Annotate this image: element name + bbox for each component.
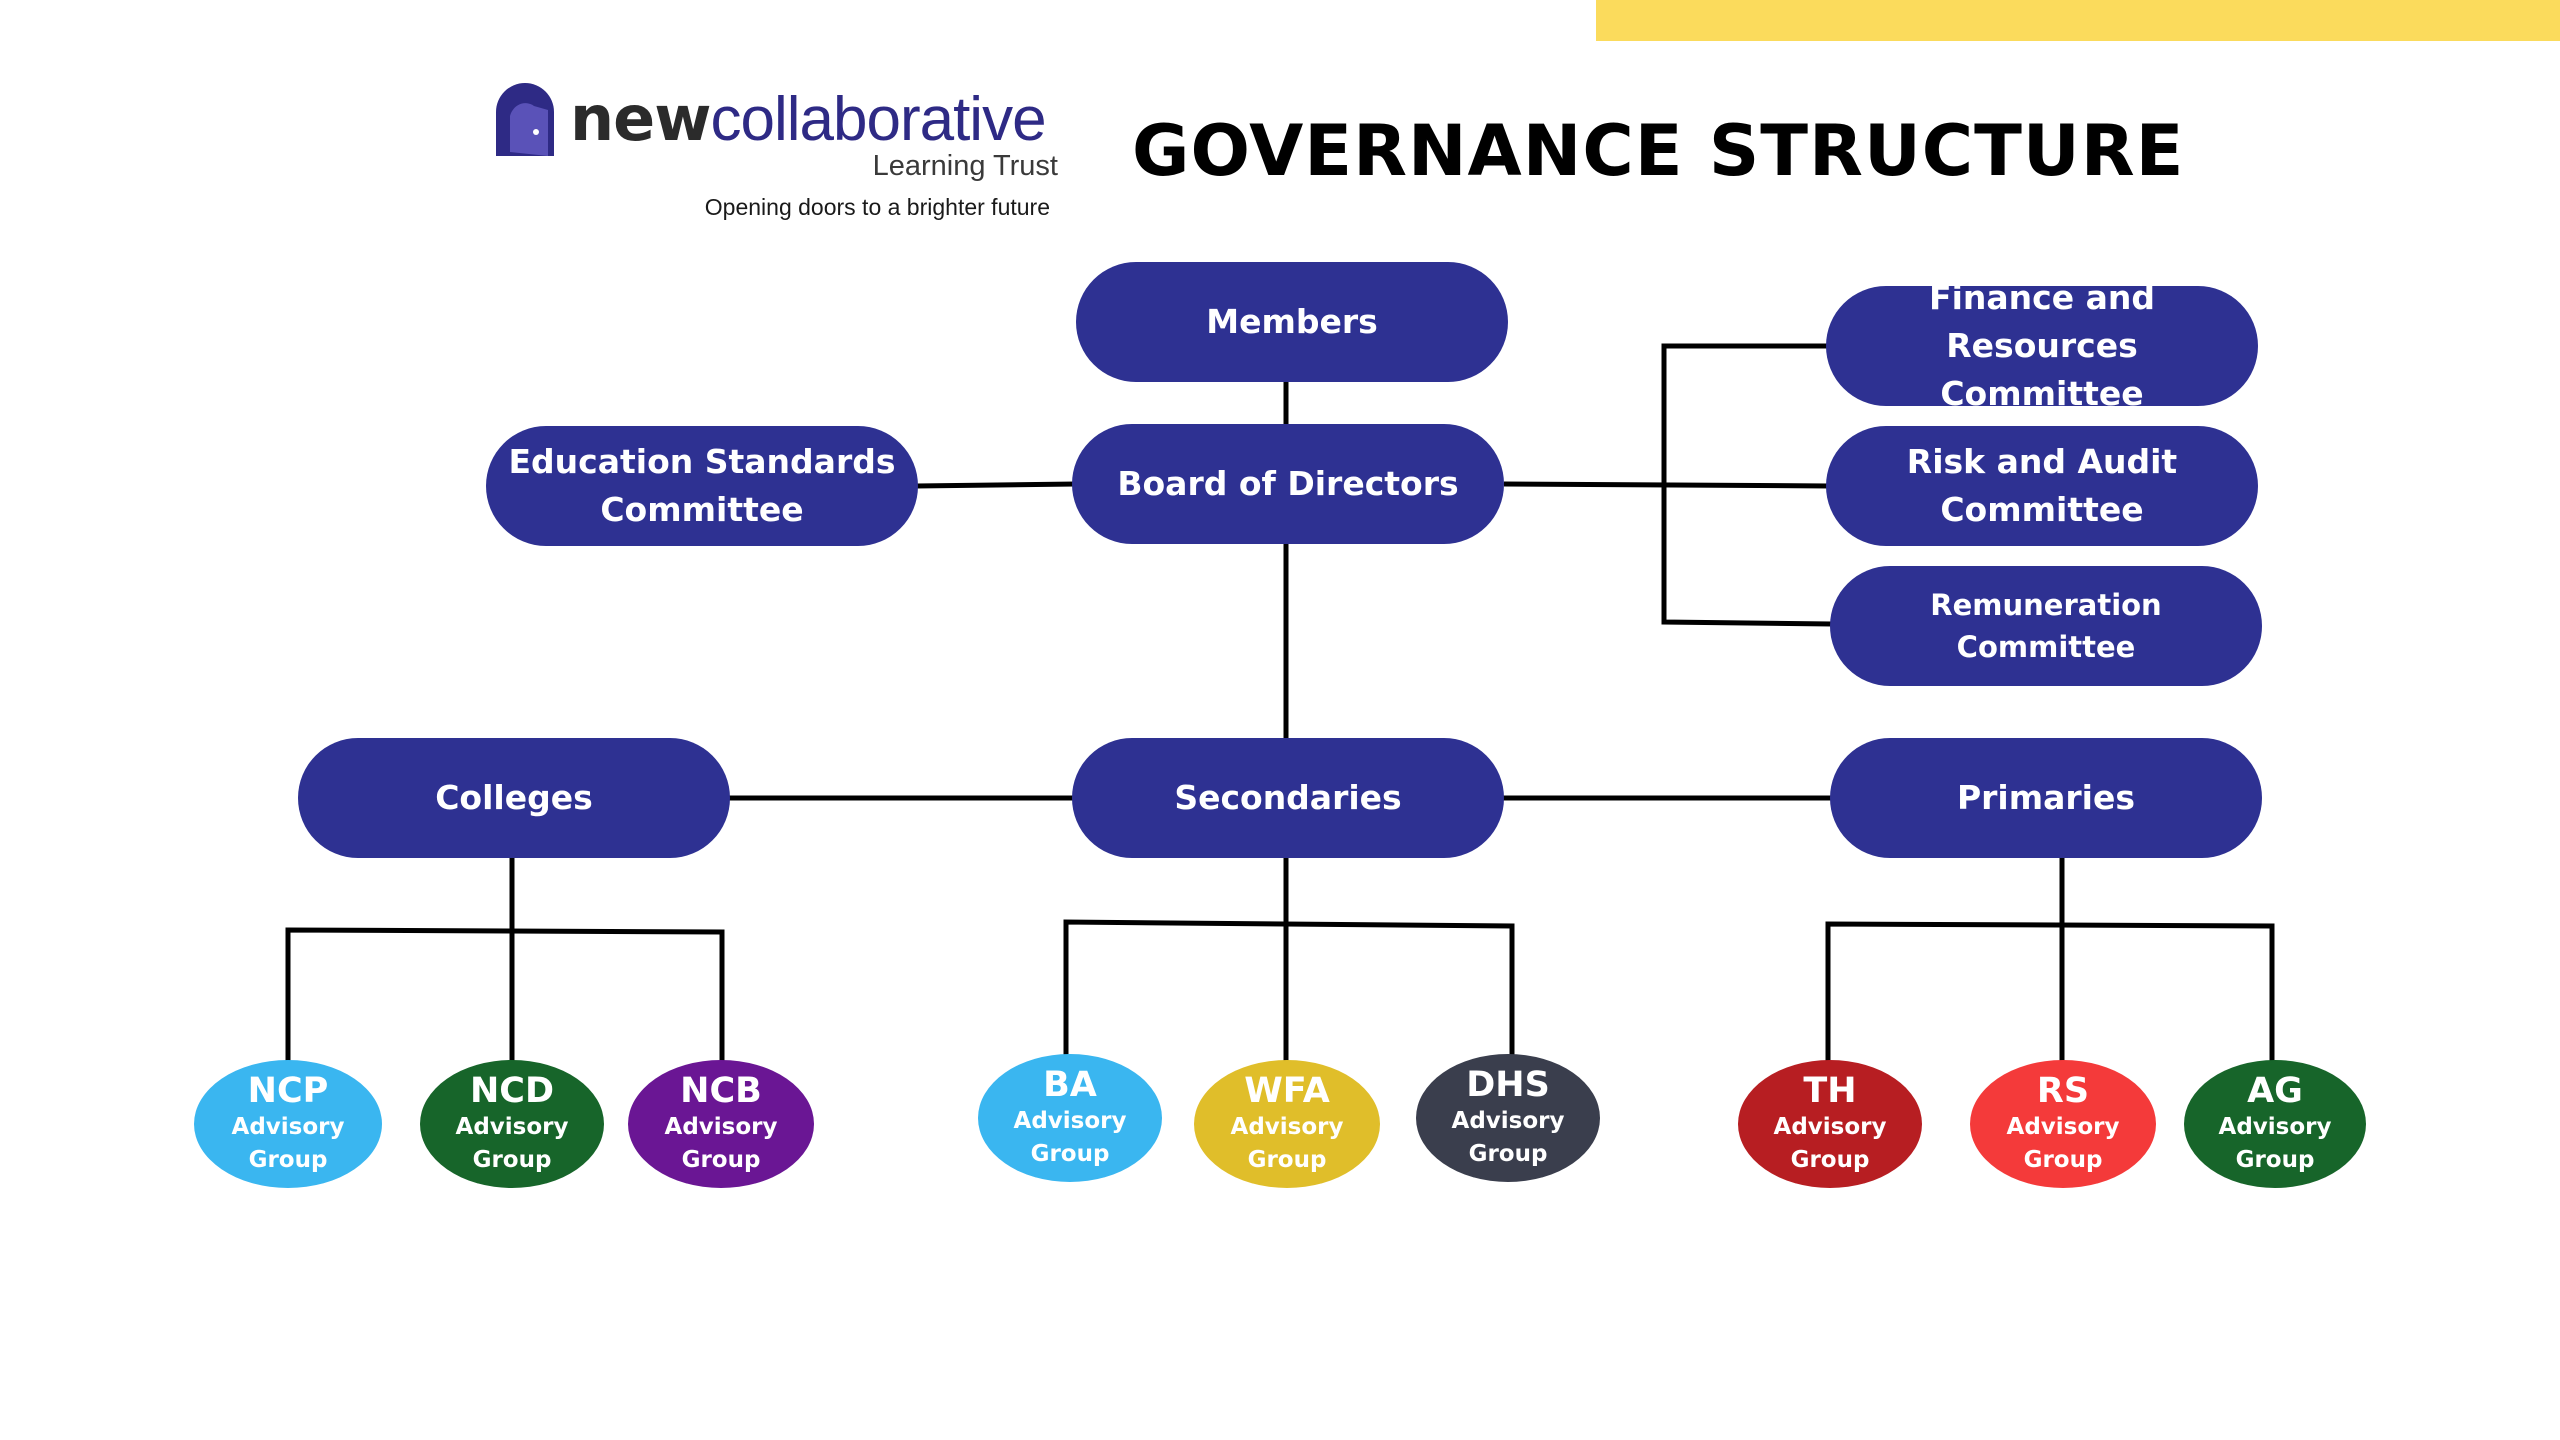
group-code: DHS [1466,1064,1550,1105]
group-label-line2: Group [248,1147,328,1174]
node-remuneration-committee: Remuneration Committee [1830,566,2262,686]
group-label-line1: Advisory [2218,1113,2332,1140]
node-finance-label-line2: Resources Committee [1940,326,2144,413]
group-label-line2: Group [1790,1147,1870,1174]
logo-word-new: new [570,82,711,155]
advisory-group-rs: RS Advisory Group [1970,1060,2156,1188]
node-board-of-directors: Board of Directors [1072,424,1504,544]
logo-word-collaborative: collaborative [710,85,1046,154]
node-risk-audit-committee: Risk and Audit Committee [1826,426,2258,546]
advisory-group-ncb: NCB Advisory Group [628,1060,814,1188]
group-label-line1: Advisory [1451,1107,1565,1134]
group-code: NCB [680,1070,762,1111]
group-label-line1: Advisory [1230,1113,1344,1140]
group-code: TH [1803,1070,1857,1111]
group-label-line1: Advisory [1013,1107,1127,1134]
node-finance-resources-committee: Finance and Resources Committee [1826,278,2258,413]
group-label-line1: Advisory [455,1113,569,1140]
node-risk-label-line1: Risk and Audit [1906,442,2178,482]
node-secondaries-label: Secondaries [1174,778,1402,818]
node-colleges-label: Colleges [435,778,593,818]
page-title: GOVERNANCE STRUCTURE [1132,110,2185,192]
group-code: NCD [469,1070,555,1111]
group-label-line2: Group [1247,1147,1327,1174]
group-code: RS [2036,1070,2090,1111]
group-label-line2: Group [2235,1147,2315,1174]
group-label-line2: Group [472,1147,552,1174]
group-label-line1: Advisory [2006,1113,2120,1140]
group-code: AG [2247,1070,2303,1111]
node-education-label-line2: Committee [600,490,804,529]
group-label-line2: Group [1468,1141,1548,1168]
group-label-line2: Group [2023,1147,2103,1174]
node-members: Members [1076,262,1508,382]
group-code: BA [1043,1064,1097,1105]
group-label-line2: Group [681,1147,761,1174]
advisory-group-ba: BA Advisory Group [978,1054,1162,1182]
group-code: NCP [247,1070,329,1111]
advisory-group-ag: AG Advisory Group [2184,1060,2366,1188]
group-label-line1: Advisory [664,1113,778,1140]
group-label-line1: Advisory [1773,1113,1887,1140]
node-education-label-line1: Education Standards [508,442,896,482]
node-primaries: Primaries [1830,738,2262,858]
node-remuneration-label: Remuneration Committee [1930,587,2162,664]
node-education-standards-committee: Education Standards Committee [486,426,918,546]
accent-bar [1596,0,2560,41]
logo-wordmark: newcollaborative [570,85,1047,154]
logo: newcollaborative Learning Trust Opening … [490,80,1060,230]
logo-tagline: Opening doors to a brighter future [704,194,1050,220]
advisory-group-ncp: NCP Advisory Group [194,1060,382,1188]
advisory-group-wfa: WFA Advisory Group [1194,1060,1380,1188]
node-secondaries: Secondaries [1072,738,1504,858]
node-board-label: Board of Directors [1117,464,1459,504]
door-icon [496,83,554,156]
advisory-group-th: TH Advisory Group [1738,1060,1922,1188]
advisory-group-dhs: DHS Advisory Group [1416,1054,1600,1182]
node-colleges: Colleges [298,738,730,858]
advisory-group-ncd: NCD Advisory Group [420,1060,604,1188]
group-label-line2: Group [1030,1141,1110,1168]
group-label-line1: Advisory [231,1113,345,1140]
group-code: WFA [1244,1070,1330,1111]
node-risk-label-line2: Committee [1940,490,2144,529]
node-finance-label-line1: Finance and [1929,278,2155,318]
node-primaries-label: Primaries [1956,778,2136,818]
logo-subtitle: Learning Trust [872,150,1058,182]
node-members-label: Members [1206,302,1378,342]
